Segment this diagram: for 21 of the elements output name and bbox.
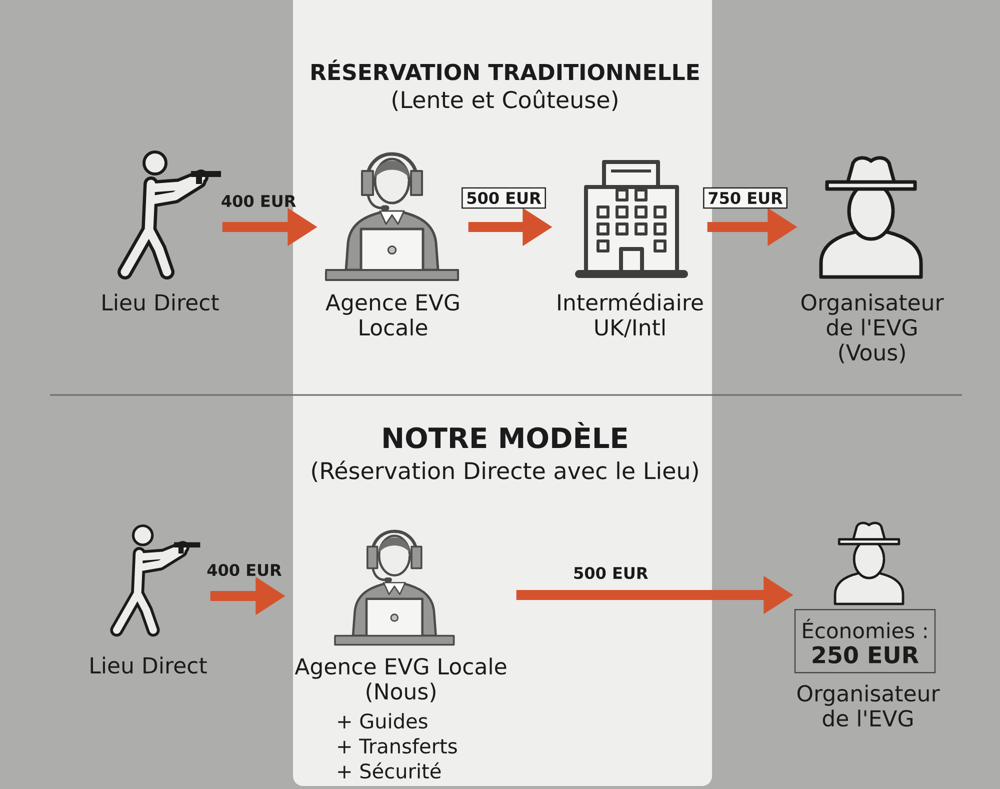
subheading: (Lente et Coûteuse) [392, 90, 618, 112]
icon-caption: Organisateur de l'EVG [797, 684, 940, 727]
icon-caption: Agence EVG Locale (Nous) + Guides + Transferts + Sécurité [294, 658, 506, 779]
heading: NOTRE MODÈLE [384, 422, 627, 448]
heading: RÉSERVATION TRADITIONNELLE [312, 60, 699, 80]
node-label: + Transferts [338, 738, 457, 754]
icon-caption: Intermédiaire UK/Intl [558, 292, 703, 338]
icon-caption: Organisateur de l'EVG (Vous) [801, 294, 944, 364]
savings-box: Économies : 250 EUR [794, 609, 936, 674]
edge-label: 750 EUR [703, 187, 788, 209]
edge-label: 500 EUR [462, 187, 546, 209]
edge-label: 400 EUR [207, 564, 282, 576]
node-label: Agence EVG Locale (Nous) [294, 658, 506, 702]
icon-caption: Agence EVG Locale [326, 294, 459, 336]
edge-label: 400 EUR [222, 194, 296, 208]
node-label: + Sécurité [338, 762, 441, 779]
edge-label: 500 EUR [574, 566, 648, 580]
subheading: (Réservation Directe avec le Lieu) [312, 460, 698, 482]
node-label: + Guides [338, 713, 428, 729]
icon-caption: Lieu Direct [90, 656, 207, 674]
icon-caption: Lieu Direct [102, 294, 219, 311]
